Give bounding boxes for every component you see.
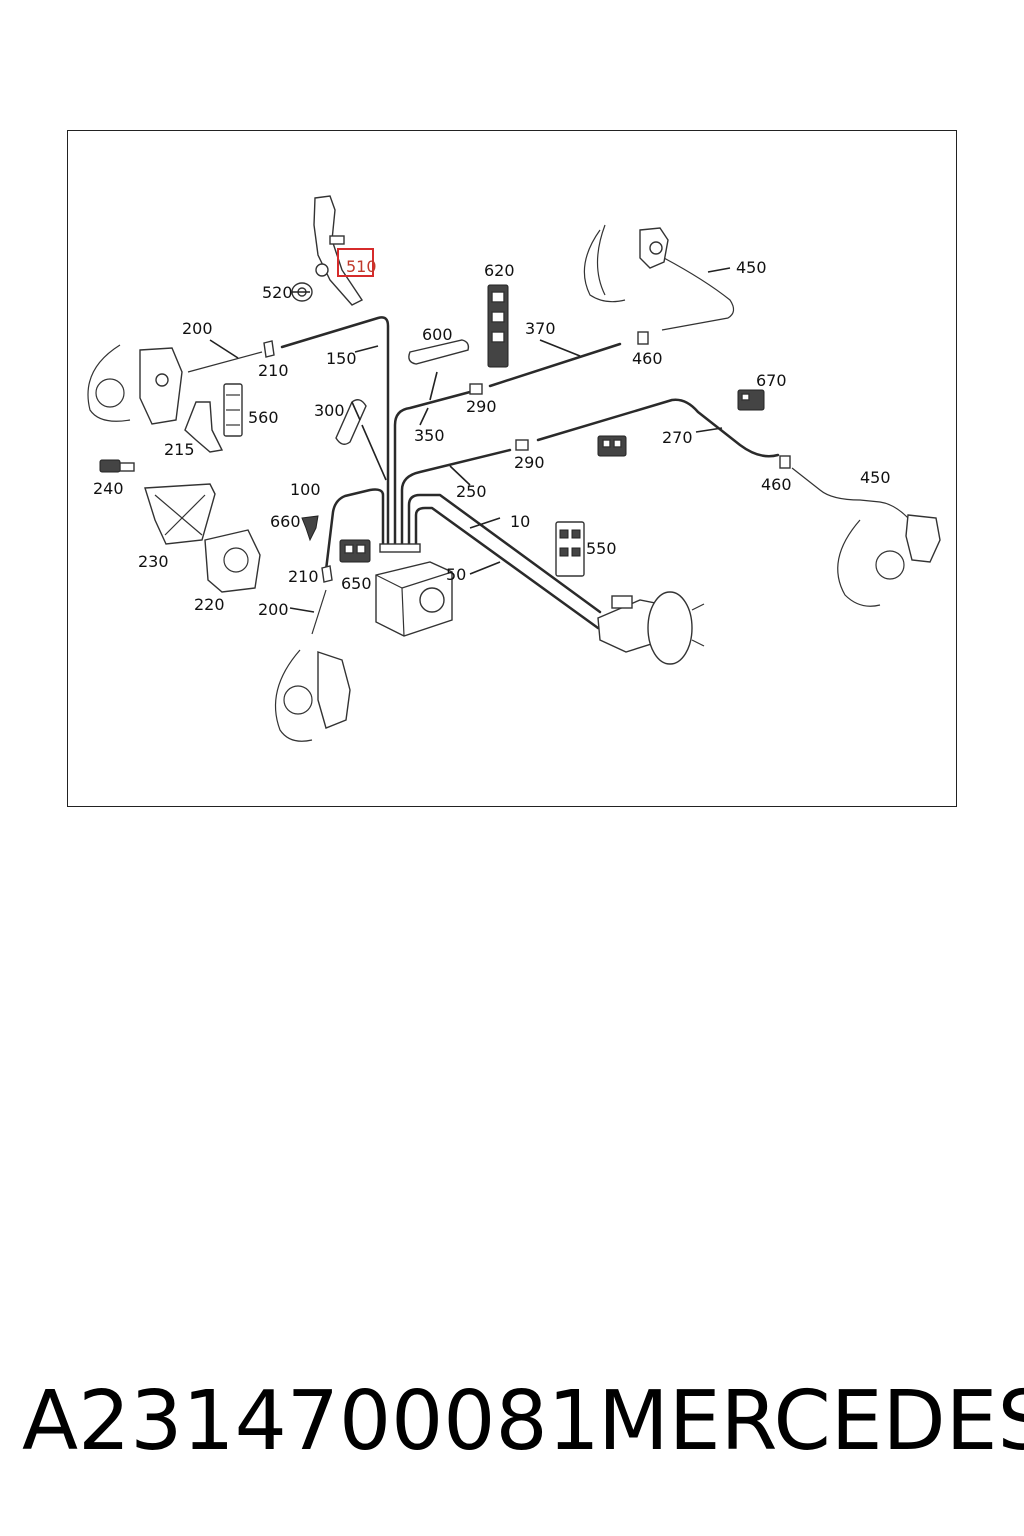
hydraulic-unit [375,543,453,637]
brake-booster [597,591,705,665]
pipe-350 [393,390,472,550]
rear-right-brake [837,514,941,607]
clip-620 [487,284,509,368]
label-670: 670 [756,371,787,390]
fittings [469,331,791,469]
pipe-150 [280,316,390,550]
caliper-220 [204,529,261,593]
bracket-230 [144,483,216,545]
hose-450-right [791,467,919,531]
label-450-right: 450 [860,468,891,487]
label-100: 100 [290,480,321,499]
hose-200-lower [311,589,327,635]
label-300: 300 [314,401,345,420]
highlight-box [337,248,374,277]
label-10: 10 [510,512,530,531]
label-600: 600 [422,325,453,344]
diagram-frame [67,130,957,807]
label-660: 660 [270,512,301,531]
label-210-lower: 210 [288,567,319,586]
label-650: 650 [341,574,372,593]
sensor-240 [99,459,135,473]
hose-450-top [661,257,735,331]
sleeve-600 [408,339,470,365]
clip-660 [301,515,319,542]
label-290-upper: 290 [466,397,497,416]
front-left-brake [87,344,183,425]
clip-570 [597,435,627,457]
label-200-lower: 200 [258,600,289,619]
front-lower-brake [274,649,351,742]
clip-550 [555,521,585,577]
pipe-370 [488,342,622,388]
brand-name: MERCEDES [598,1374,1024,1469]
hose-200-left [187,351,263,373]
label-510: 510 [346,257,377,276]
part-number: A2314700081 [22,1374,600,1469]
label-450-top: 450 [736,258,767,277]
label-220: 220 [194,595,225,614]
label-240: 240 [93,479,124,498]
label-50: 50 [446,565,466,584]
bracket-215 [184,401,224,453]
rear-brake-disc-top [583,224,669,303]
clip-210-lower [321,565,333,583]
label-460-right: 460 [761,475,792,494]
pipe-250 [400,448,512,550]
label-550: 550 [586,539,617,558]
clip-210-upper [263,340,275,358]
leader-lines [209,267,731,613]
pipe-50 [414,506,600,630]
brake-pipes [187,257,919,635]
callout-labels: 510 520 620 450 200 150 600 370 210 460 … [93,257,891,619]
label-620: 620 [484,261,515,280]
clip-650 [339,539,371,563]
label-210-upper: 210 [258,361,289,380]
label-270: 270 [662,428,693,447]
label-215: 215 [164,440,195,459]
parts [87,195,941,742]
label-370: 370 [525,319,556,338]
label-350: 350 [414,426,445,445]
bracket-510 [313,195,364,306]
label-230: 230 [138,552,169,571]
pipe-10 [407,493,602,614]
label-460-top: 460 [632,349,663,368]
label-290-lower: 290 [514,453,545,472]
clip-560 [223,383,243,437]
label-150: 150 [326,349,357,368]
label-560: 560 [248,408,279,427]
label-250: 250 [456,482,487,501]
sleeve-300 [335,399,367,445]
pipe-100 [324,488,385,572]
caption: A2314700081 MERCEDES [0,1372,1024,1472]
clip-670 [737,389,765,411]
label-520: 520 [262,283,293,302]
label-200-left: 200 [182,319,213,338]
pipe-270 [536,398,780,458]
